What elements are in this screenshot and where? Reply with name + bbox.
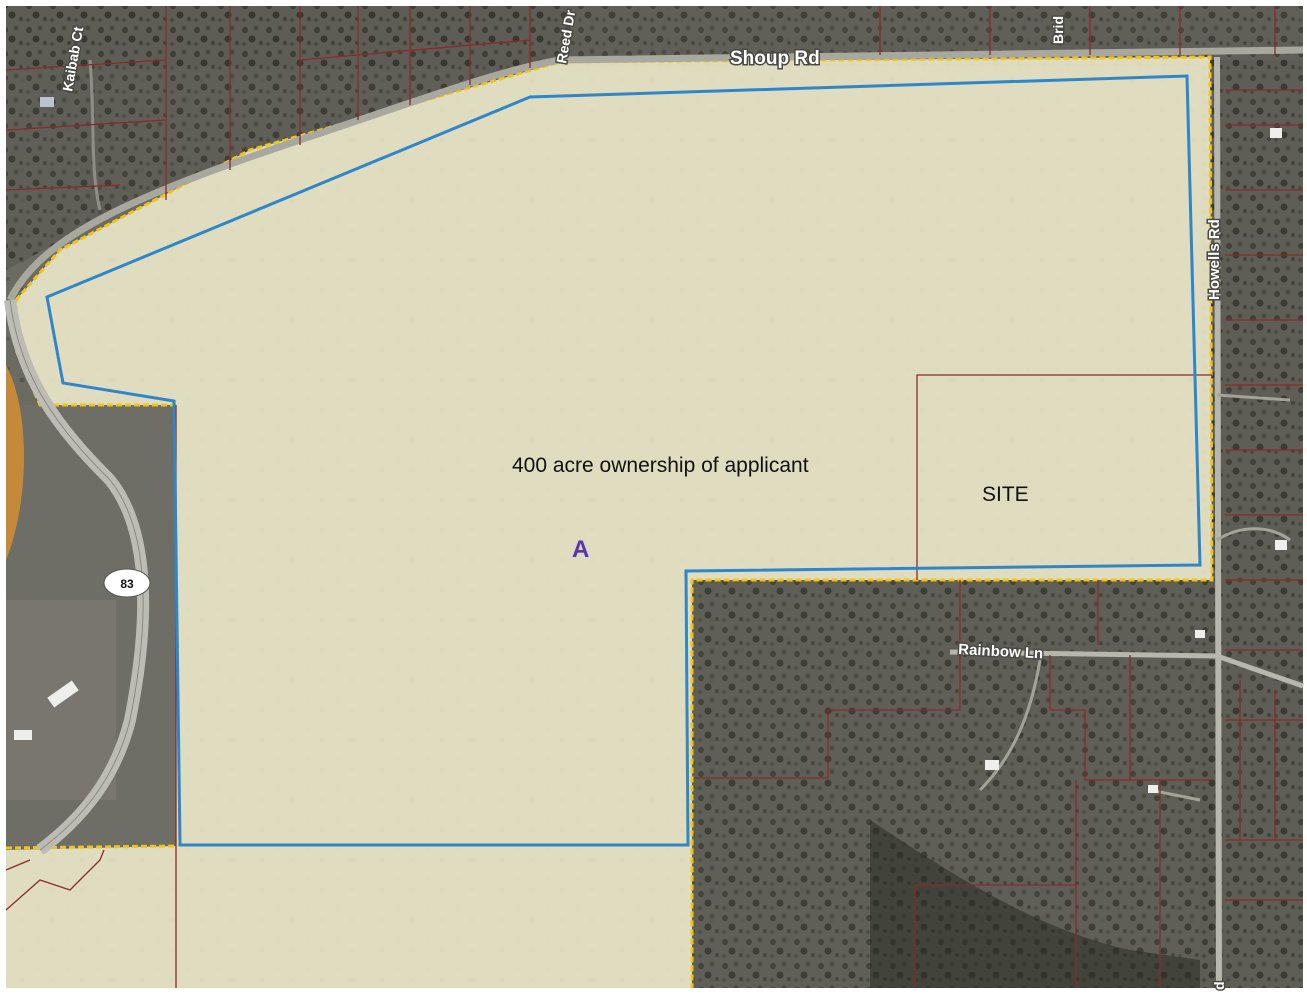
highway-shield-number: 83 [120,577,134,591]
ownership-label: 400 acre ownership of applicant [512,454,809,477]
site-parcel-boundary [916,374,1212,580]
rainbow-lane [949,649,1304,689]
shoup-road-label: Shoup Rd [730,48,820,69]
howells-road-label: Howells Rd [1206,219,1223,300]
howells-partial-label: d [1211,981,1227,990]
zone-boundary [14,55,1214,988]
zone-a-area[interactable] [6,57,1212,988]
buildings [14,97,1287,793]
applicant-ownership-boundary[interactable] [45,74,1202,847]
highway-83-shield: 83 [103,568,151,598]
howells-road [1214,56,1222,989]
site-label: SITE [982,483,1029,506]
brid-road-label: Brid [1050,16,1066,44]
zone-a-label: A [572,536,589,563]
